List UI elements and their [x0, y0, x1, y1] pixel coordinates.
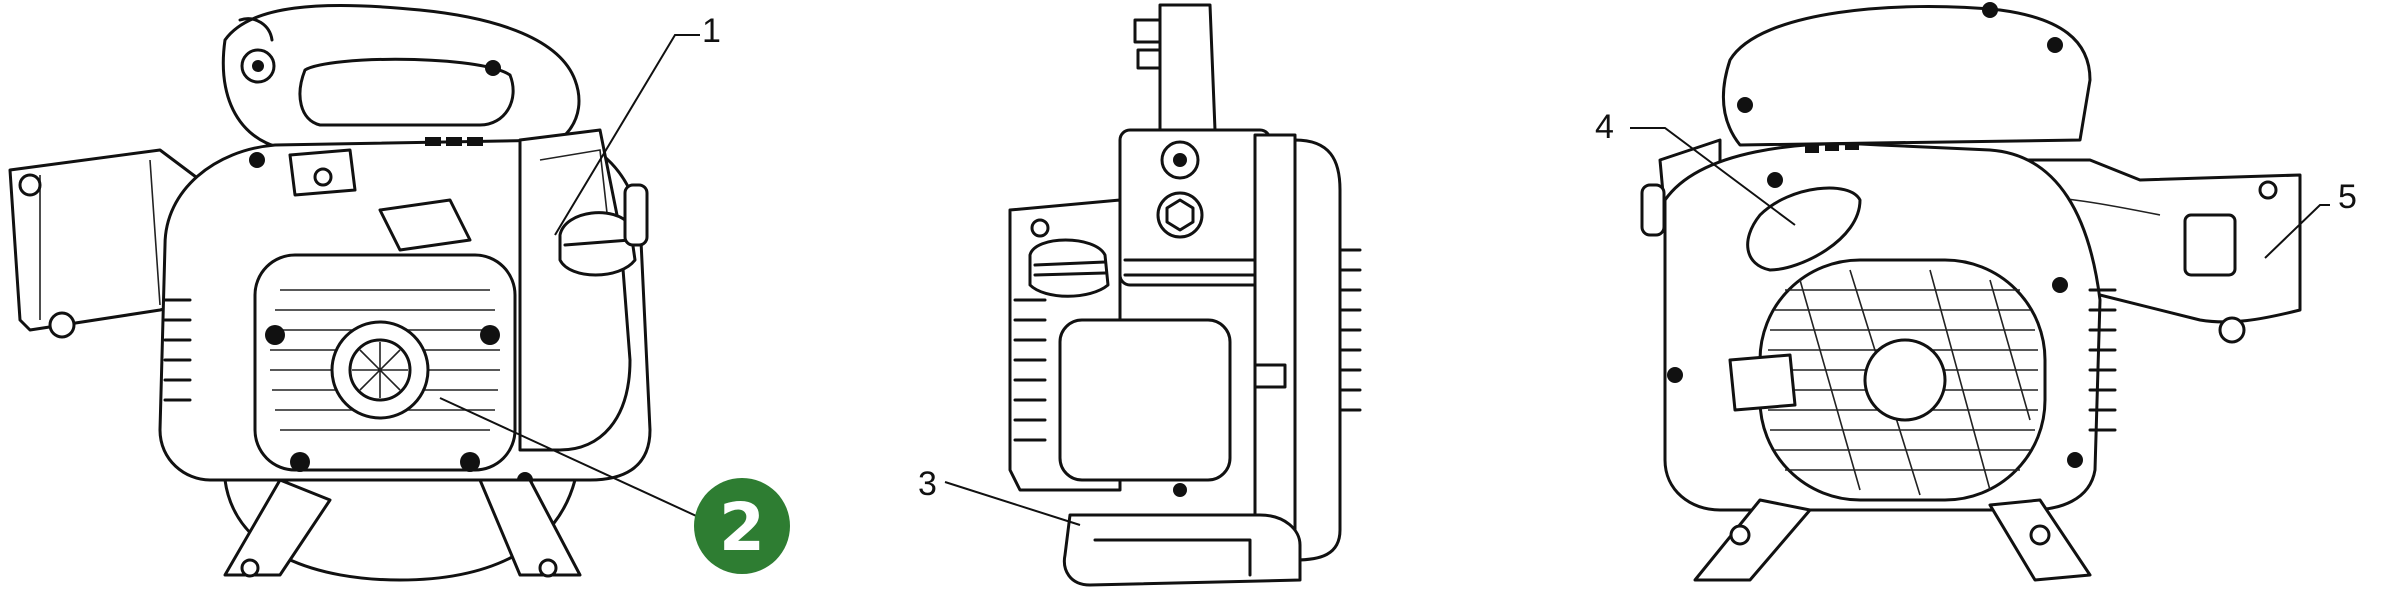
callout-5: 5: [2264, 178, 2357, 259]
blower-side-view: [1008, 3, 1362, 587]
badge-label: 2: [719, 489, 765, 566]
callout-label-5: 5: [2338, 178, 2357, 216]
callout-label-4: 4: [1595, 108, 1614, 146]
callout-4: 4: [1595, 108, 1796, 226]
green-badge-circle: [694, 478, 790, 574]
callout-label-3: 3: [918, 465, 937, 503]
callout-label-1: 1: [702, 12, 721, 50]
blower-back-view: [1640, 2, 2302, 582]
callout-2-badge: 2: [439, 397, 790, 574]
callout-1: 1: [554, 12, 721, 236]
callout-3: 3: [918, 465, 1081, 526]
blower-front-view: [8, 3, 652, 582]
